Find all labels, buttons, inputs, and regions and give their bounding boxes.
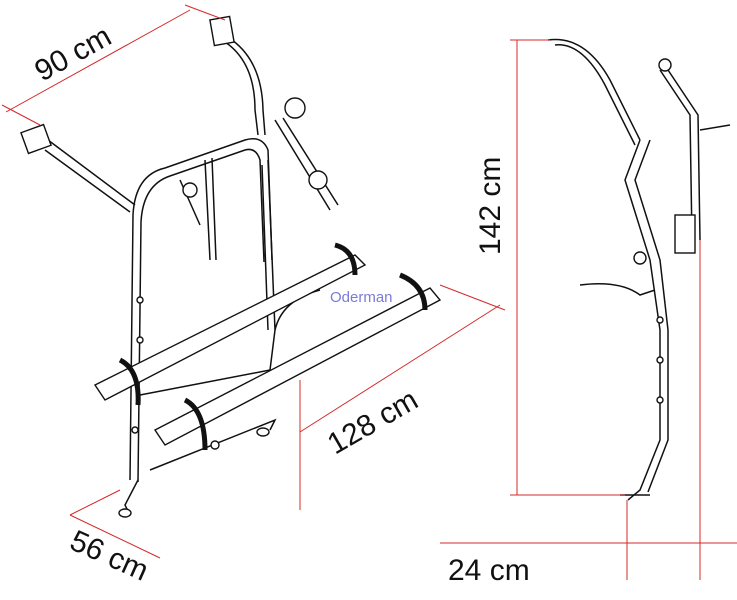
dimension-90cm: 90 cm	[1, 4, 226, 126]
dimension-142cm: 142 cm	[474, 39, 625, 496]
rack-side-drawing	[547, 38, 731, 501]
dimension-56cm: 56 cm	[65, 489, 161, 588]
dimension-24cm: 24 cm	[440, 240, 737, 587]
dimension-label-128cm: 128 cm	[322, 383, 424, 461]
dimension-label-142cm: 142 cm	[474, 157, 507, 255]
top-right-clamp-icon	[209, 15, 235, 47]
top-left-clamp-icon	[20, 123, 52, 155]
rack-isometric-drawing	[20, 15, 442, 518]
wheel-rail-upper	[93, 254, 367, 401]
watermark: Oderman	[330, 289, 393, 306]
dimension-label-90cm: 90 cm	[29, 20, 116, 88]
side-clamp-icon	[674, 214, 696, 254]
dimension-label-24cm: 24 cm	[448, 554, 530, 587]
wheel-rail-lower	[153, 287, 442, 446]
